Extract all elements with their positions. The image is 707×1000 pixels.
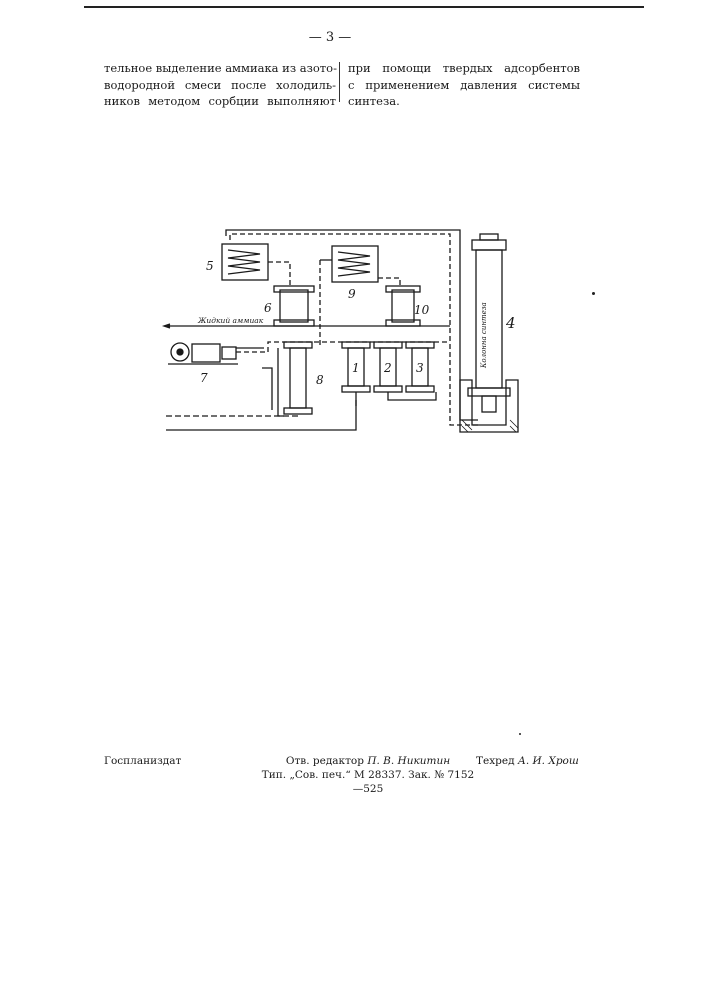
label-7: 7 — [200, 371, 208, 385]
page-number: — 3 — — [300, 30, 360, 45]
column-divider — [339, 62, 340, 102]
cooler-9 — [332, 246, 378, 282]
text-line: с применением давления системы — [348, 77, 580, 94]
editor-line: Отв. редактор П. В. Никитин — [258, 754, 478, 768]
imprint: Отв. редактор П. В. Никитин Тип. „Сов. п… — [258, 754, 478, 796]
text-line: при помощи твердых адсорбентов — [348, 60, 580, 77]
right-column-text: при помощи твердых адсорбентов с примене… — [348, 60, 580, 110]
process-diagram: 5 9 6 10 7 8 1 2 3 4 Жидкий аммиак Колон… — [160, 220, 530, 440]
text-line: водородной смеси после холодиль- — [104, 77, 336, 94]
techred-label: Техред — [476, 755, 515, 767]
publisher: Госпланиздат — [104, 754, 181, 768]
label-2: 2 — [383, 361, 392, 375]
label-liquid-ammonia: Жидкий аммиак — [197, 316, 264, 325]
label-3: 3 — [416, 361, 424, 375]
vessel-8 — [290, 348, 306, 408]
stray-dot — [519, 733, 521, 735]
coil-9 — [338, 252, 370, 276]
label-column: Колонна синтеза — [480, 302, 488, 369]
label-10: 10 — [414, 303, 430, 317]
label-6: 6 — [264, 301, 272, 315]
cooler-5 — [222, 244, 268, 280]
label-5: 5 — [206, 259, 214, 273]
print-info: Тип. „Сов. печ.“ М 28337. Зак. № 7152—52… — [258, 768, 478, 796]
text-line: синтеза. — [348, 93, 580, 110]
label-1: 1 — [352, 361, 360, 375]
editor-label: Отв. редактор — [286, 755, 364, 767]
left-column-text: тельное выделение аммиака из азото- водо… — [104, 60, 336, 110]
techred-line: Техред А. И. Хрош — [476, 754, 579, 768]
compressor-body — [192, 344, 220, 362]
vessel-6 — [280, 290, 308, 322]
top-rule — [84, 6, 644, 8]
text-line: ников методом сорбции выполняют — [104, 93, 336, 110]
label-9: 9 — [348, 287, 356, 301]
label-8: 8 — [316, 373, 324, 387]
coil-5 — [228, 250, 260, 274]
label-4: 4 — [505, 314, 516, 332]
techred-name: А. И. Хрош — [518, 755, 579, 767]
stray-dot — [592, 292, 595, 295]
text-line: тельное выделение аммиака из азото- — [104, 60, 336, 77]
vessel-10 — [392, 290, 414, 322]
editor-name: П. В. Никитин — [367, 755, 450, 767]
